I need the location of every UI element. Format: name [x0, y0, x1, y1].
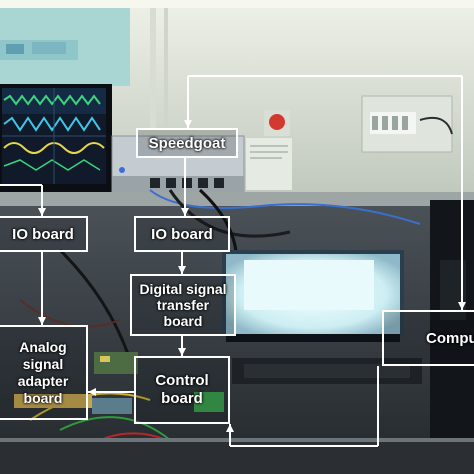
computer-label: Computer	[382, 310, 474, 366]
digital-signal-transfer-board-label: Digital signal transfer board	[130, 274, 236, 336]
io-board-right-label: IO board	[134, 216, 230, 252]
speedgoat-label: Speedgoat	[136, 128, 238, 158]
analog-signal-adapter-board-label: Analog signal adapter board	[0, 325, 88, 420]
io-board-left-label: IO board	[0, 216, 88, 252]
control-board-label: Control board	[134, 356, 230, 424]
